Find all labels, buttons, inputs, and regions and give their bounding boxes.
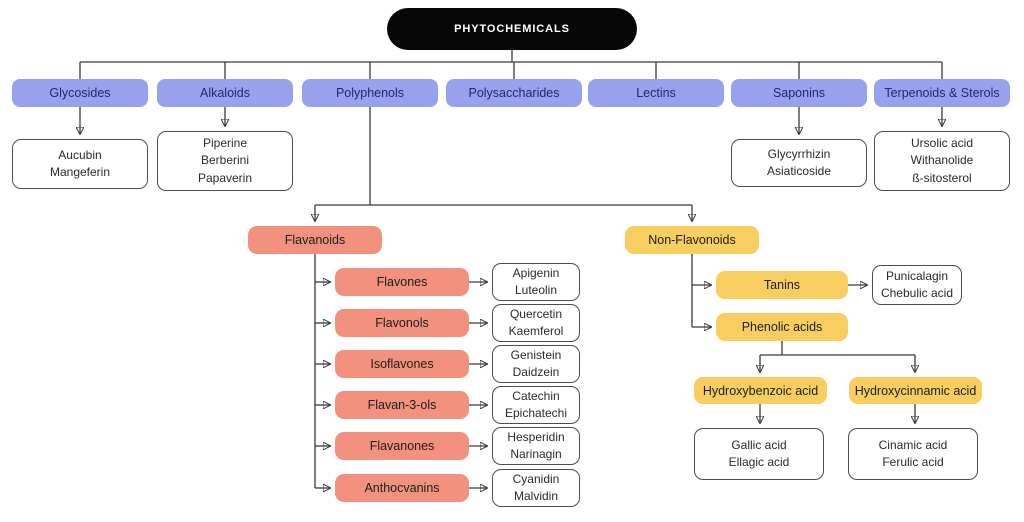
node-glycosides-examples: Aucubin Mangeferin (12, 139, 148, 189)
node-anthocvanins-examples: Cyanidin Malvidin (492, 469, 580, 507)
node-isoflavones: Isoflavones (335, 350, 469, 378)
node-hydroxycinnamic-acid: Hydroxycinnamic acid (849, 377, 982, 404)
node-terpenoids-examples: Ursolic acid Withanolide ß-sitosterol (874, 131, 1010, 191)
node-flavan-3-ols: Flavan-3-ols (335, 391, 469, 419)
node-alkaloids: Alkaloids (157, 79, 293, 107)
node-polyphenols: Polyphenols (302, 79, 438, 107)
node-flavanones: Flavanones (335, 432, 469, 460)
node-flavones-examples: Apigenin Luteolin (492, 263, 580, 301)
node-hydroxybenzoic-examples: Gallic acid Ellagic acid (694, 428, 824, 480)
node-saponins: Saponins (731, 79, 867, 107)
node-tanins: Tanins (716, 271, 848, 299)
node-tanins-examples: Punicalagin Chebulic acid (872, 265, 962, 305)
node-flavones: Flavones (335, 268, 469, 296)
node-flavan-3-ols-examples: Catechin Epichatechi (492, 386, 580, 424)
node-isoflavones-examples: Genistein Daidzein (492, 345, 580, 383)
node-hydroxybenzoic-acid: Hydroxybenzoic acid (694, 377, 827, 404)
node-alkaloids-examples: Piperine Berberini Papaverin (157, 131, 293, 191)
node-flavanoids: Flavanoids (248, 226, 382, 254)
node-flavonols-examples: Quercetin Kaemferol (492, 304, 580, 342)
node-glycosides: Glycosides (12, 79, 148, 107)
node-flavonols: Flavonols (335, 309, 469, 337)
node-flavanones-examples: Hesperidin Narinagin (492, 427, 580, 465)
node-phenolic-acids: Phenolic acids (716, 313, 848, 341)
node-lectins: Lectins (588, 79, 724, 107)
node-hydroxycinnamic-examples: Cinamic acid Ferulic acid (848, 428, 978, 480)
node-non-flavonoids: Non-Flavonoids (625, 226, 759, 254)
node-anthocvanins: Anthocvanins (335, 474, 469, 502)
node-polysaccharides: Polysaccharides (446, 79, 582, 107)
node-terpenoids-sterols: Terpenoids & Sterols (874, 79, 1010, 107)
node-root-phytochemicals: PHYTOCHEMICALS (387, 8, 637, 50)
node-saponins-examples: Glycyrrhizin Asiaticoside (731, 139, 867, 187)
